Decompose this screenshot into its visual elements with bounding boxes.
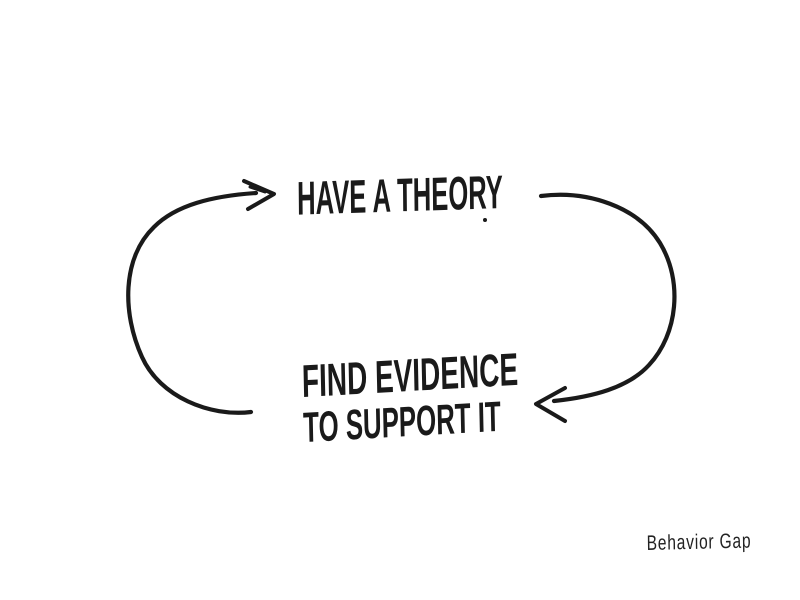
right-arrowhead-icon [534,386,567,423]
left-curved-arrow-icon [126,190,259,415]
signature: Behavior Gap [646,529,752,556]
bottom-node-label-line2: TO SUPPORT IT [302,393,502,453]
right-curved-arrow-icon [538,192,677,404]
left-arrowhead-icon [242,179,276,211]
left-arrowhead-flick [248,185,267,194]
stray-ink-dot [483,218,487,222]
top-node-label: HAVE A THEORY [296,166,504,226]
